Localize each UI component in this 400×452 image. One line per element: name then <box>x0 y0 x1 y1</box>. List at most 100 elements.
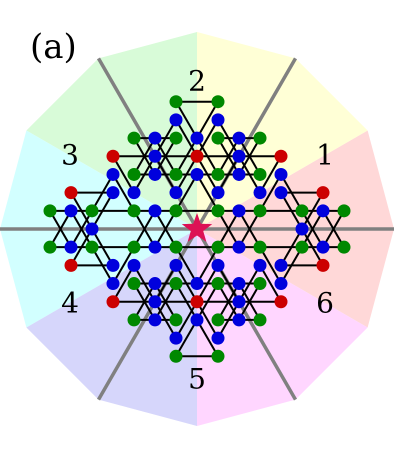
lattice-site <box>190 277 204 291</box>
lattice-site <box>64 240 78 254</box>
lattice-site <box>190 131 204 145</box>
lattice-site <box>169 204 183 218</box>
sector-label-4: 4 <box>61 287 79 320</box>
bond <box>112 264 135 303</box>
lattice-site <box>85 204 99 218</box>
sector-label-2: 2 <box>188 65 206 98</box>
lattice-site <box>148 313 162 327</box>
bond <box>91 228 114 266</box>
lattice-site <box>127 313 141 327</box>
bond <box>217 283 240 321</box>
sector-label-1: 1 <box>316 139 334 172</box>
lattice-site <box>190 295 204 309</box>
lattice-site <box>211 131 225 145</box>
lattice-site <box>211 167 225 181</box>
lattice-site <box>148 131 162 145</box>
lattice-site <box>211 95 225 109</box>
lattice-site <box>106 295 120 309</box>
lattice-site <box>169 240 183 254</box>
lattice-site <box>211 258 225 272</box>
sector-label-3: 3 <box>61 139 79 172</box>
lattice-site <box>211 331 225 345</box>
lattice-site <box>316 258 330 272</box>
bond <box>154 283 177 321</box>
bond <box>133 283 156 321</box>
lattice-site <box>148 149 162 163</box>
lattice-site <box>85 240 99 254</box>
bond <box>133 210 156 248</box>
lattice-site <box>127 277 141 291</box>
divider-line <box>96 57 199 230</box>
lattice-site <box>106 258 120 272</box>
lattice-site <box>169 349 183 363</box>
lattice-site <box>253 186 267 200</box>
bond <box>175 319 198 357</box>
lattice-site <box>232 204 246 218</box>
bond <box>175 246 198 285</box>
lattice-site <box>232 131 246 145</box>
lattice-site <box>127 167 141 181</box>
lattice-site <box>148 295 162 309</box>
lattice-site <box>169 186 183 200</box>
bond <box>280 173 303 212</box>
bond <box>259 264 282 303</box>
bond <box>91 192 114 230</box>
lattice-site <box>253 204 267 218</box>
sector-label-5: 5 <box>188 363 206 396</box>
bond <box>196 246 219 285</box>
lattice-site <box>253 131 267 145</box>
lattice-site <box>169 258 183 272</box>
divider-line <box>195 57 298 230</box>
bond <box>154 264 177 303</box>
lattice-site <box>127 258 141 272</box>
lattice-site <box>232 167 246 181</box>
lattice-site <box>169 131 183 145</box>
lattice-site <box>64 258 78 272</box>
lattice-site <box>190 167 204 181</box>
lattice-site <box>43 204 57 218</box>
lattice-site <box>211 313 225 327</box>
bond <box>196 101 219 139</box>
bond <box>133 264 156 303</box>
lattice-site <box>253 258 267 272</box>
bond <box>259 155 282 194</box>
lattice-site <box>169 95 183 109</box>
bond <box>70 228 93 266</box>
bond <box>217 210 240 248</box>
bond <box>154 137 177 175</box>
bond <box>112 246 135 285</box>
bond <box>175 137 198 175</box>
bond <box>196 301 219 339</box>
lattice-site <box>43 240 57 254</box>
bond <box>175 301 198 339</box>
lattice-site <box>169 167 183 181</box>
lattice-site <box>232 149 246 163</box>
lattice-site <box>211 277 225 291</box>
lattice-site <box>169 313 183 327</box>
lattice-site <box>148 167 162 181</box>
divider-line <box>96 228 199 401</box>
lattice-site <box>232 240 246 254</box>
lattice-site <box>316 186 330 200</box>
divider-line <box>195 228 298 401</box>
lattice-site <box>232 295 246 309</box>
center-star-icon <box>181 213 213 242</box>
lattice-site <box>211 204 225 218</box>
lattice-site <box>316 240 330 254</box>
lattice-site <box>211 186 225 200</box>
bond <box>301 228 324 266</box>
lattice-site <box>211 113 225 127</box>
lattice-site <box>127 204 141 218</box>
bond <box>175 283 198 321</box>
lattice-site <box>316 204 330 218</box>
bond <box>175 173 198 212</box>
lattice-site <box>106 277 120 291</box>
lattice-site <box>148 277 162 291</box>
lattice-site <box>127 186 141 200</box>
bond <box>322 210 345 248</box>
bond <box>196 264 219 303</box>
lattice-site <box>295 240 309 254</box>
bond <box>196 283 219 321</box>
lattice-site <box>169 113 183 127</box>
